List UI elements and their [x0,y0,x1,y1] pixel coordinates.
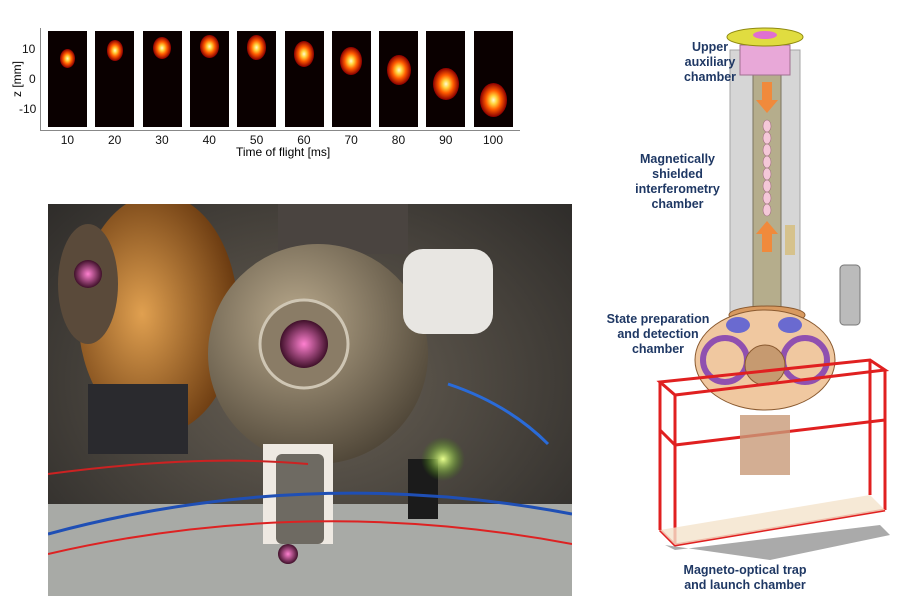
x-tick-label: 80 [391,133,406,147]
atom-cloud [59,48,76,68]
label-mot-launch-chamber: Magneto-optical trap and launch chamber [675,563,815,593]
label-state-preparation-chamber: State preparation and detection chamber [598,312,718,357]
valve [839,264,861,326]
x-axis-label: Time of flight [ms] [236,145,331,159]
y-axis-line [40,28,41,131]
apparatus-photo [48,204,572,596]
magnetic-coil [78,204,238,434]
label-line: and launch chamber [684,578,806,592]
tof-plot: z [mm] 10 0 -10 10 20 30 40 50 60 70 80 90 100 Ti… [0,0,590,170]
white-mount [403,249,493,334]
atom-cloud-marker [762,119,772,133]
x-tick-label: 10 [60,133,75,147]
atom-cloud-marker [762,131,772,145]
atom-cloud-marker [762,203,772,217]
tof-frame [284,31,324,127]
x-tick-label: 20 [108,133,122,147]
label-line: and detection [617,327,699,341]
label-line: Magneto-optical trap [683,563,807,577]
tof-frame [189,31,229,127]
atom-cloud-marker [762,179,772,193]
green-led [421,437,465,481]
y-tick-label: 0 [29,72,36,86]
atom-cloud [293,40,315,67]
atom-cloud [386,55,411,85]
atom-cloud [153,36,171,59]
tof-frame [95,31,135,127]
tof-frame [473,31,513,127]
tof-frame [142,31,182,127]
label-upper-auxiliary-chamber: Upper auxiliary chamber [655,40,765,85]
viewport-window [280,320,328,368]
x-axis-line [40,130,520,131]
tof-frame [379,31,419,127]
label-line: shielded [652,167,703,181]
label-line: Magnetically [639,152,716,166]
label-line: interferometry [635,182,720,196]
x-tick-label: 60 [297,133,311,147]
apparatus-cad-diagram [656,27,890,560]
tof-frame [237,31,277,127]
atom-cloud [246,35,267,60]
atom-cloud [106,40,123,61]
atom-cloud-marker [762,155,772,169]
atom-cloud [479,83,507,117]
tof-frame [331,31,371,127]
x-tick-label: 70 [344,133,358,147]
label-line: chamber [651,197,704,211]
atom-cloud [340,47,363,75]
y-axis-label: z [mm] [10,61,24,97]
launch-arrows [756,82,778,252]
label-interferometry-chamber: Magnetically shielded interferometry cha… [620,152,735,212]
atom-cloud-marker [762,167,772,181]
x-tick-label: 30 [155,133,169,147]
tof-frame [48,31,87,127]
label-line: chamber [683,70,737,84]
label-line: Upper [691,40,729,54]
atom-cloud-marker [762,191,772,205]
tof-frame [426,31,466,127]
atom-cloud-marker [762,143,772,157]
x-tick-label: 100 [483,133,504,147]
label-line: auxiliary [684,55,736,69]
atom-cloud [433,67,459,100]
label-line: State preparation [606,312,710,326]
label-line: chamber [631,342,685,356]
x-tick-label: 40 [202,133,216,147]
y-tick-label: 10 [22,42,36,56]
y-tick-label: -10 [19,102,37,116]
atom-cloud [200,34,219,58]
x-tick-label: 90 [439,133,453,147]
x-tick-label: 50 [249,133,264,147]
